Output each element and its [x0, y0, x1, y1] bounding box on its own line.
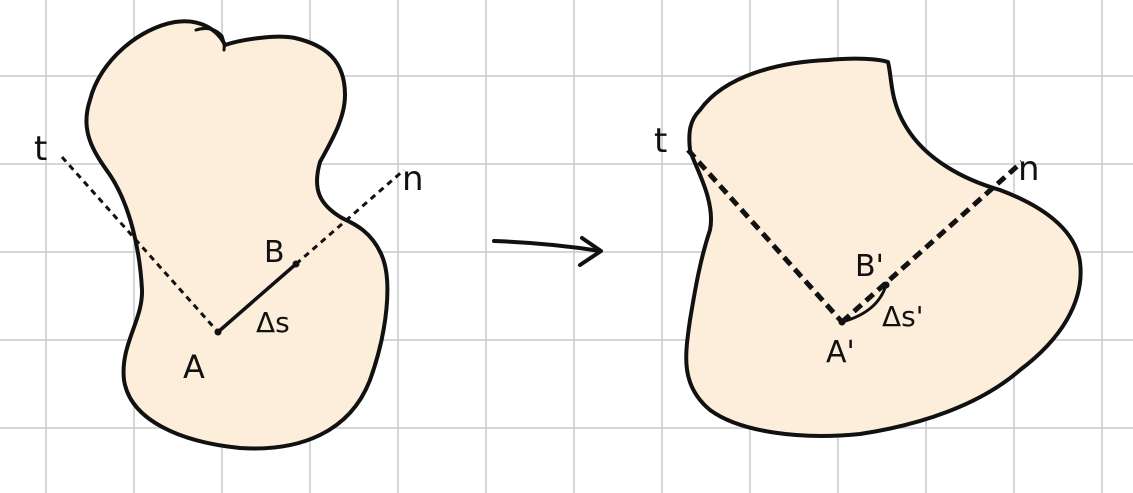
- surface-bump-mark: [194, 27, 226, 52]
- n-axis-dashed: [295, 168, 405, 266]
- segment-ab: [216, 262, 298, 334]
- arrow-shaft: [492, 239, 602, 253]
- label-delta-s: Δs: [256, 306, 290, 339]
- undeformed-body: [84, 19, 390, 451]
- t-axis-deformed-dashed: [686, 148, 844, 324]
- deformed-body: [684, 56, 1083, 438]
- label-delta-s-prime: Δs': [882, 300, 923, 333]
- point-b-prime: [882, 281, 890, 289]
- point-b: [292, 260, 300, 268]
- n-axis-deformed-dashed: [840, 160, 1024, 324]
- label-b-prime: B': [855, 249, 884, 284]
- label-n: n: [402, 159, 424, 199]
- deformed-body-group: t n B' Δs' A': [654, 56, 1083, 438]
- label-a: A: [183, 348, 205, 386]
- transformation-arrow: [492, 236, 603, 267]
- label-a-prime: A': [826, 335, 855, 370]
- point-a: [214, 328, 222, 336]
- arrow-head: [578, 236, 603, 267]
- label-t-prime: t: [654, 121, 667, 161]
- label-t: t: [34, 129, 47, 169]
- deformed-arc-segment: [840, 283, 888, 324]
- label-n-prime: n: [1018, 149, 1040, 189]
- label-b: B: [264, 235, 285, 270]
- undeformed-body-group: t n B Δs A: [34, 19, 424, 451]
- point-a-prime: [838, 318, 846, 326]
